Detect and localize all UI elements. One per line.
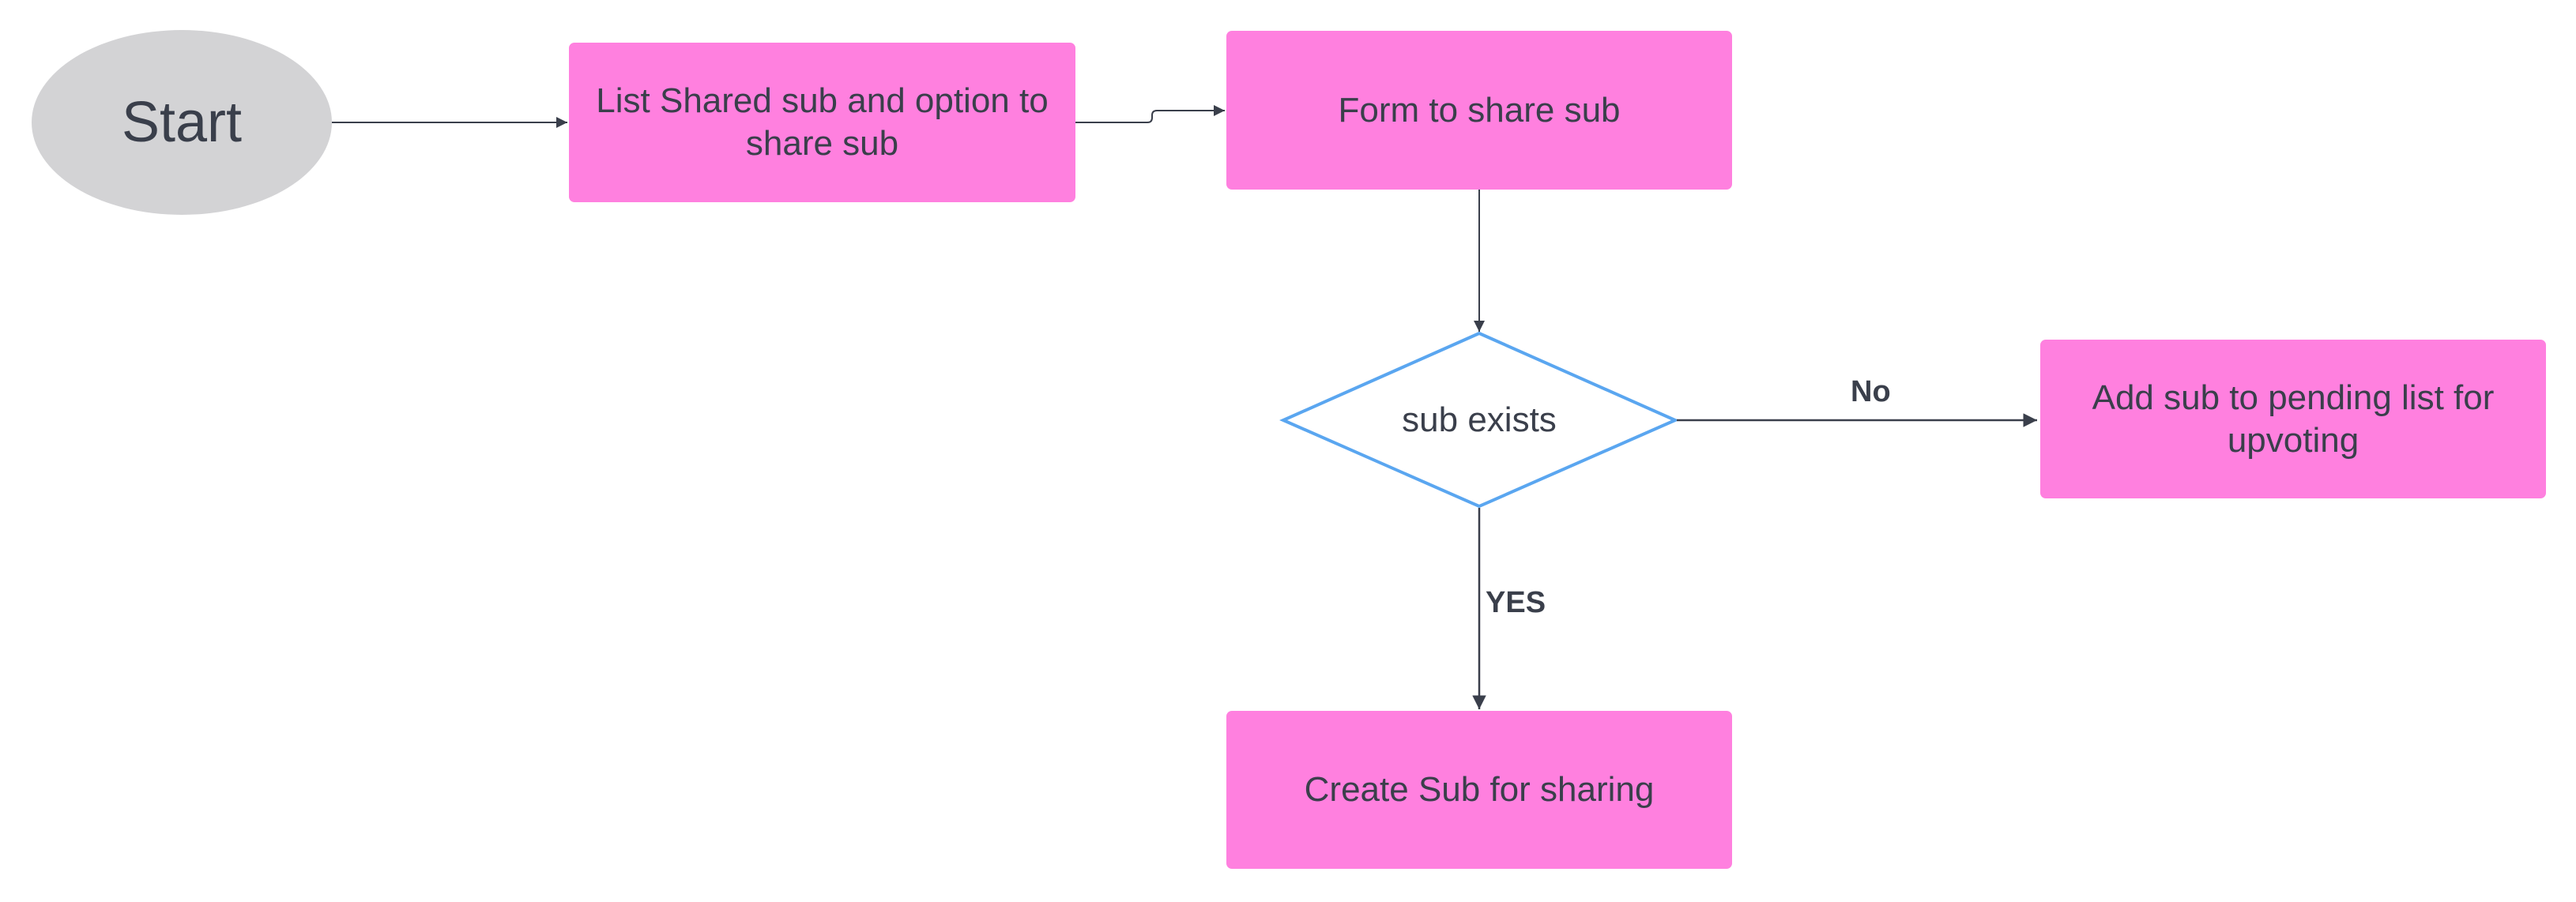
form-share-sub-node[interactable]: Form to share sub [1226,31,1732,190]
create-sub-label: Create Sub for sharing [1304,770,1655,810]
pending-list-node[interactable]: Add sub to pending list for upvoting [2040,340,2546,498]
connector-list-to-form [1075,105,1225,123]
edge-label-yes: YES [1486,586,1546,619]
start-node[interactable]: Start [32,30,332,215]
create-sub-node[interactable]: Create Sub for sharing [1226,711,1732,869]
list-shared-sub-label: List Shared sub and option to share sub [596,81,1049,163]
pending-list-label: Add sub to pending list for upvoting [2092,378,2495,460]
decision-node-label-box: sub exists [1339,389,1620,452]
decision-label: sub exists [1402,400,1557,439]
start-node-label: Start [121,91,243,154]
list-shared-sub-node[interactable]: List Shared sub and option to share sub [569,43,1075,202]
edge-label-no: No [1851,375,1891,408]
decision-diamond[interactable] [1279,331,1679,509]
form-share-sub-label: Form to share sub [1338,90,1621,130]
